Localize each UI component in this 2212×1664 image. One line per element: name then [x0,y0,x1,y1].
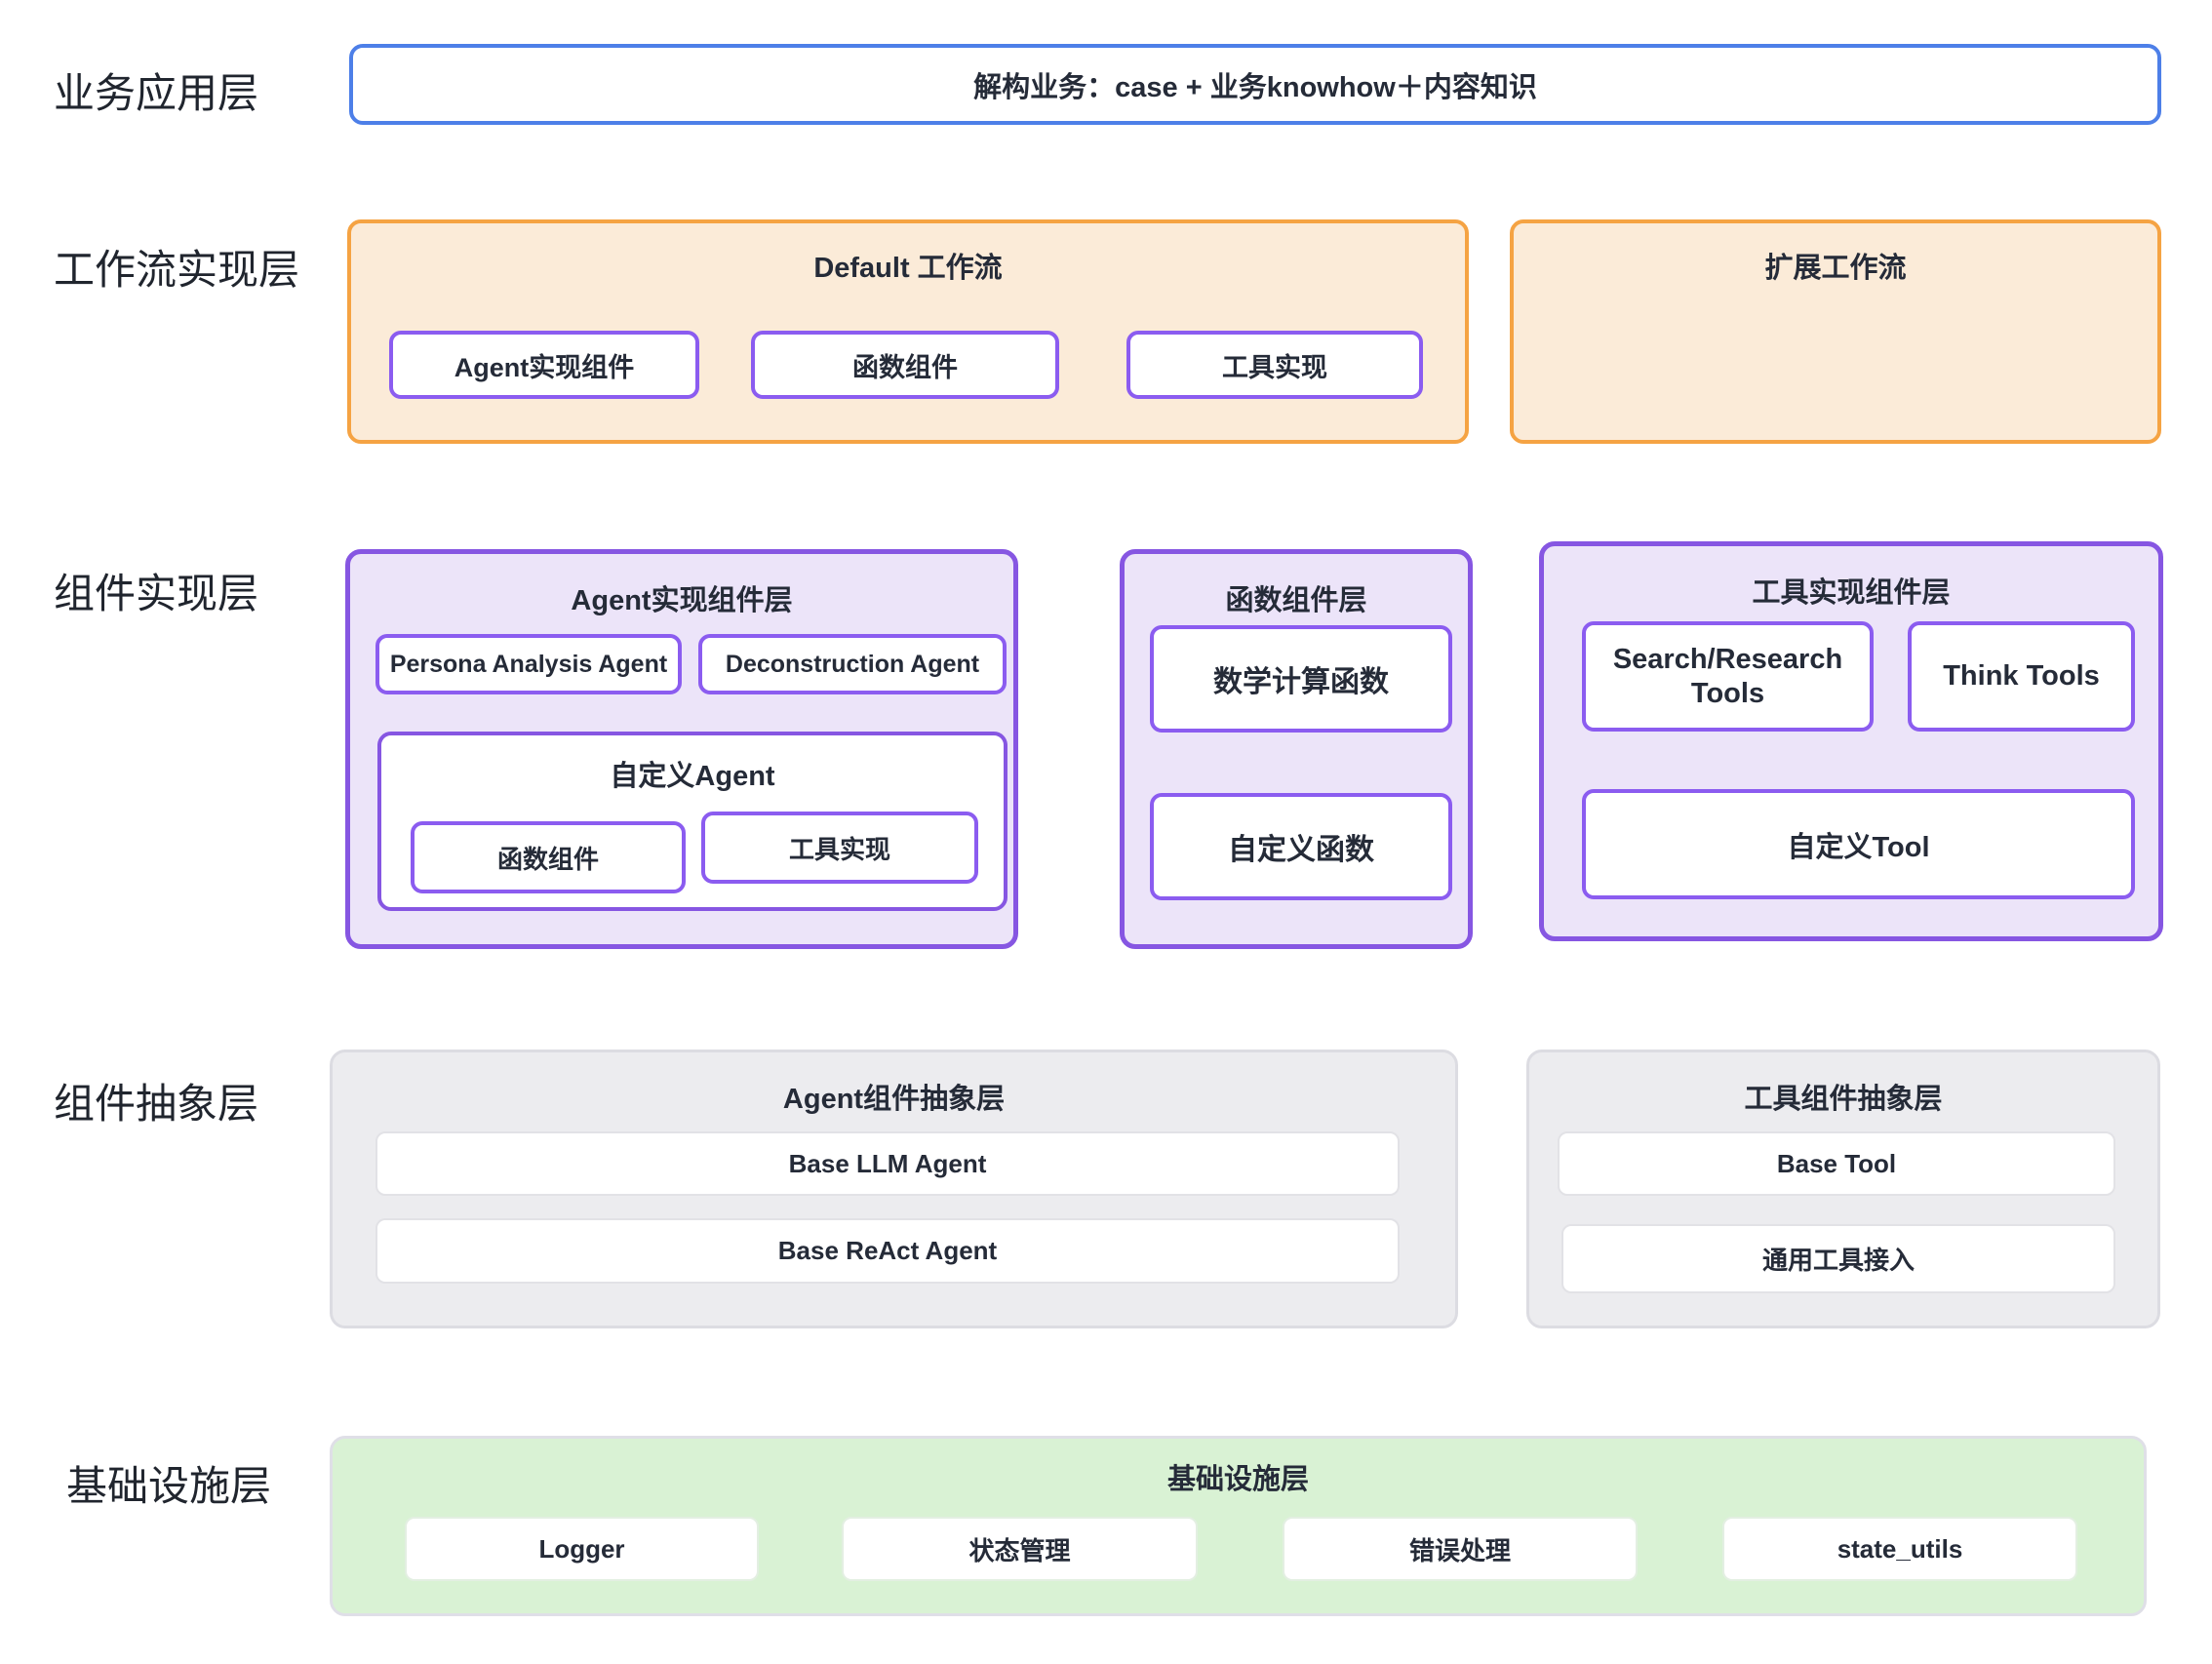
custom-agent-box: 自定义Agent 函数组件 工具实现 [377,732,1007,911]
custom-agent-title: 自定义Agent [610,761,775,792]
agent-impl-box: Agent实现组件层 Persona Analysis Agent Decons… [345,549,1018,949]
default-workflow-item-function: 函数组件 [751,331,1059,399]
default-workflow-box: Default 工作流 Agent实现组件 函数组件 工具实现 [347,219,1469,444]
business-deconstruction-text: 解构业务：case + 业务knowhow＋内容知识 [973,71,1537,103]
math-function-box: 数学计算函数 [1150,625,1452,733]
tool-abstraction-title: 工具组件抽象层 [1744,1084,1943,1115]
infrastructure-title: 基础设施层 [1166,1464,1309,1495]
function-layer-title: 函数组件层 [1225,585,1367,616]
extended-workflow-title: 扩展工作流 [1764,253,1907,284]
state-management-box: 状态管理 [842,1517,1198,1581]
tool-impl-box: 工具实现组件层 Search/Research Tools Think Tool… [1539,541,2163,941]
infrastructure-layer-label: 基础设施层 [66,1463,272,1509]
infrastructure-box: 基础设施层 Logger 状态管理 错误处理 state_utils [330,1436,2147,1616]
component-impl-layer-label: 组件实现层 [54,571,259,616]
business-layer-label: 业务应用层 [54,70,259,116]
agent-abstraction-title: Agent组件抽象层 [782,1084,1006,1115]
agent-abstraction-box: Agent组件抽象层 Base LLM Agent Base ReAct Age… [330,1050,1458,1328]
deconstruction-agent-box: Deconstruction Agent [698,634,1007,694]
function-layer-box: 函数组件层 数学计算函数 自定义函数 [1120,549,1473,949]
base-llm-agent-box: Base LLM Agent [375,1131,1400,1196]
custom-function-box: 自定义函数 [1150,793,1452,900]
logger-box: Logger [405,1517,759,1581]
custom-tool-box: 自定义Tool [1582,789,2135,899]
error-handling-box: 错误处理 [1283,1517,1638,1581]
custom-agent-function-box: 函数组件 [411,821,686,893]
business-deconstruction-box: 解构业务：case + 业务knowhow＋内容知识 [349,44,2161,125]
workflow-layer-label: 工作流实现层 [54,247,300,293]
search-research-tools-box: Search/Research Tools [1582,621,1874,732]
generic-tool-access-box: 通用工具接入 [1561,1224,2115,1293]
default-workflow-item-agent: Agent实现组件 [389,331,699,399]
tool-abstraction-box: 工具组件抽象层 Base Tool 通用工具接入 [1526,1050,2160,1328]
state-utils-box: state_utils [1722,1517,2077,1581]
abstraction-layer-label: 组件抽象层 [54,1081,259,1127]
default-workflow-item-tool: 工具实现 [1126,331,1423,399]
tool-impl-title: 工具实现组件层 [1752,577,1951,609]
base-react-agent-box: Base ReAct Agent [375,1218,1400,1284]
persona-analysis-agent-box: Persona Analysis Agent [375,634,682,694]
custom-agent-tool-box: 工具实现 [701,812,978,884]
agent-impl-title: Agent实现组件层 [571,585,793,616]
extended-workflow-box: 扩展工作流 [1510,219,2161,444]
base-tool-box: Base Tool [1558,1131,2115,1196]
think-tools-box: Think Tools [1908,621,2135,732]
default-workflow-title: Default 工作流 [813,253,1003,284]
